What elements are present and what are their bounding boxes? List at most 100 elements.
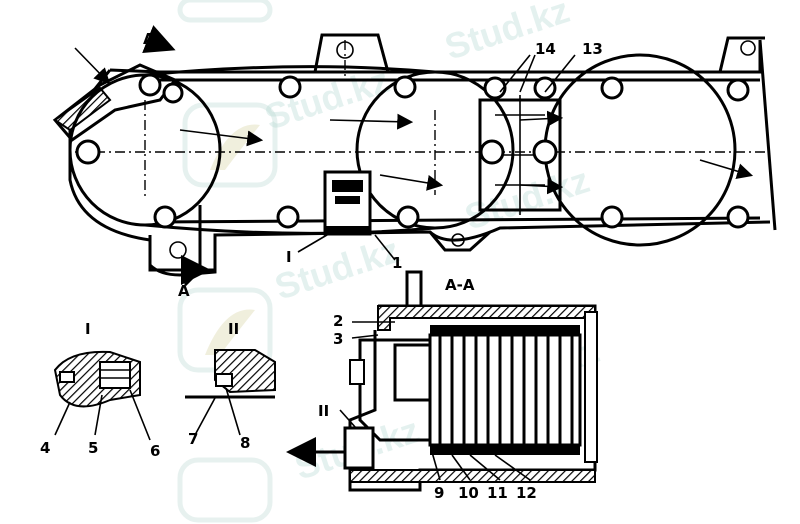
flow-arrow-icon <box>74 47 111 85</box>
part-number-label: 3 <box>333 330 343 348</box>
filter-element-band <box>335 196 360 204</box>
part-number-label: 9 <box>434 484 444 502</box>
callout-detail-i: I <box>286 248 292 266</box>
flow-arrow-icon <box>379 174 444 191</box>
leader-line <box>544 54 576 93</box>
bolt-icon <box>278 75 302 99</box>
side-plug <box>349 359 365 385</box>
flow-arrow-icon <box>329 113 414 130</box>
leader-line <box>499 54 531 93</box>
section-arrow-icon <box>142 25 176 54</box>
filter-top-plate <box>430 325 580 335</box>
detail-title: I <box>85 320 91 338</box>
bolt-icon <box>600 76 624 100</box>
leader-line <box>469 454 501 481</box>
part-number-label: 5 <box>88 439 98 457</box>
detail-i-groove <box>59 371 75 383</box>
chamber-connection-top <box>144 65 436 77</box>
stud-top <box>405 270 423 309</box>
housing-lower-edge <box>154 216 761 224</box>
bolt-icon <box>726 78 750 102</box>
bolt-icon <box>153 205 177 229</box>
part-number-label: 10 <box>458 484 479 502</box>
casing-wall-bottom <box>349 469 596 483</box>
flow-arrow-icon <box>699 159 754 179</box>
callout-detail-ii: II <box>318 402 329 420</box>
section-label: A <box>178 282 190 300</box>
end-cap <box>393 343 432 402</box>
flow-arrow-icon <box>519 178 564 195</box>
casing-wall-top <box>377 305 596 331</box>
inner-frame <box>358 338 432 442</box>
part-number-label: 4 <box>40 439 50 457</box>
part-number-label: 7 <box>188 430 198 448</box>
leader-line <box>225 387 241 436</box>
part-number-label: 14 <box>535 40 556 58</box>
part-number-label: 13 <box>582 40 603 58</box>
housing-right-edge <box>758 39 777 231</box>
mounting-lug-bottom-center <box>428 230 492 252</box>
watermark-text: Stud.kz <box>270 229 404 308</box>
chamber-right <box>543 53 737 247</box>
bolt-icon <box>138 73 162 97</box>
leader-line <box>54 401 71 436</box>
outlet-fitting <box>343 426 375 470</box>
lug-bolt-hole <box>451 233 465 247</box>
bolt-icon <box>483 76 507 100</box>
leader-line <box>129 389 151 441</box>
detail-ii-view: II 7 8 <box>185 320 276 452</box>
bolt-icon <box>393 75 417 99</box>
section-label: A <box>143 30 155 48</box>
leader-line <box>519 54 536 93</box>
detail-i-view: I 4 5 6 <box>40 320 160 460</box>
mounting-lug-bottom <box>148 235 217 277</box>
detail-title: II <box>228 320 239 338</box>
leader-line <box>297 231 333 253</box>
leader-line <box>431 451 441 481</box>
section-title: A-A <box>445 276 475 294</box>
bolt-icon <box>396 205 420 229</box>
detail-ii-seal <box>215 373 233 387</box>
filter-bottom-plate <box>430 445 580 455</box>
filter-stack <box>428 325 582 455</box>
chamber-connection-bottom <box>144 223 436 235</box>
part-number-label: 6 <box>150 442 160 460</box>
bolt-icon <box>276 205 300 229</box>
leader-line <box>339 409 357 429</box>
filter-element-cap <box>332 180 363 192</box>
bolt-icon <box>600 205 624 229</box>
detail-i-nut <box>99 361 131 389</box>
partition-frame <box>478 98 562 212</box>
flow-arrow-icon <box>519 110 564 127</box>
leader-line <box>451 454 471 481</box>
bolt-icon <box>75 139 101 165</box>
flow-arrow-icon <box>179 129 264 147</box>
bolt-icon <box>479 139 505 165</box>
part-number-label: 12 <box>516 484 537 502</box>
top-assembly-view: A A I 1 14 13 <box>52 25 777 300</box>
leader-line <box>351 334 379 339</box>
part-number-label: 8 <box>240 434 250 452</box>
part-number-label: 11 <box>487 484 508 502</box>
leader-line <box>94 394 103 436</box>
lug-bolt-hole <box>740 40 756 56</box>
flow-arrows <box>74 47 754 195</box>
part-number-label: 2 <box>333 312 343 330</box>
leader-line <box>374 234 396 261</box>
section-aa-view: A-A <box>286 270 598 502</box>
bolt-icon <box>532 139 558 165</box>
mounting-lug-top <box>313 33 390 73</box>
bolt-group <box>75 73 750 229</box>
filter-element-base <box>325 226 370 234</box>
filter-core <box>428 333 582 447</box>
tie-rod <box>584 311 598 463</box>
mounting-lug-right <box>718 36 765 73</box>
bolt-icon <box>726 205 750 229</box>
bolt-icon <box>162 82 184 104</box>
bolt-icon <box>533 76 557 100</box>
leader-line <box>494 454 531 481</box>
part-number-label: 1 <box>392 254 402 272</box>
leader-line <box>194 397 216 436</box>
